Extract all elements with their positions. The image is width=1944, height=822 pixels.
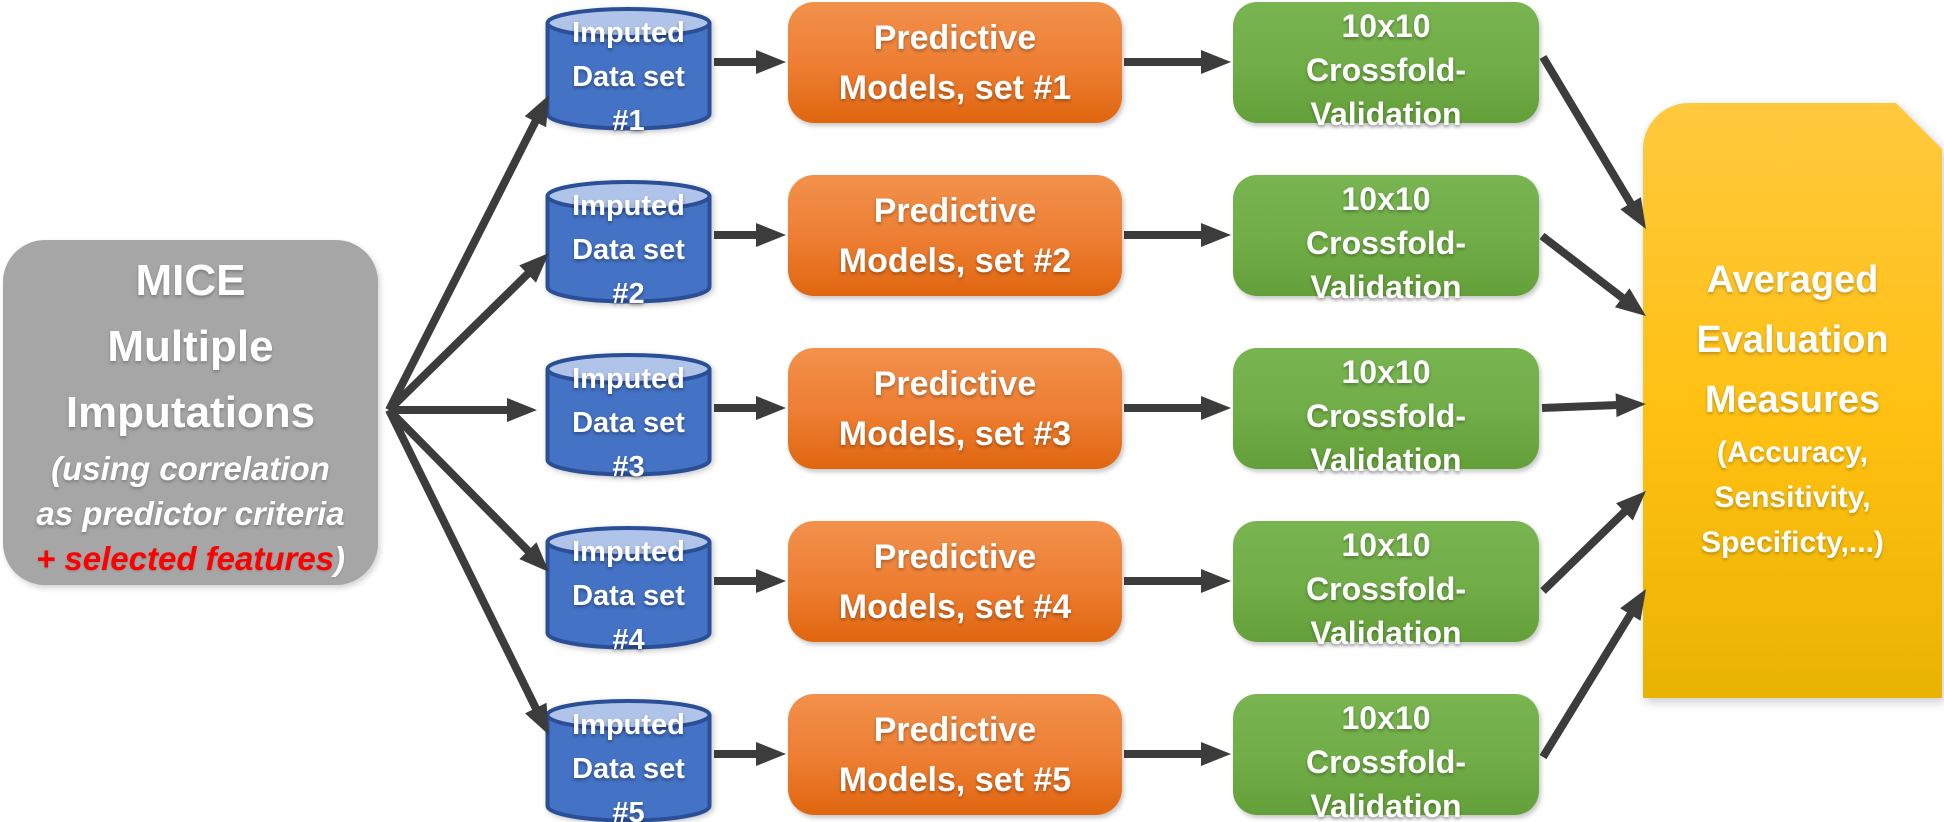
database-cylinder-icon — [545, 526, 712, 650]
database-cylinder-icon — [545, 7, 712, 131]
dataset-label: Imputed Data set #3 — [572, 363, 685, 483]
crossfold-validation-box: 10x10 Crossfold- Validation — [1233, 694, 1539, 822]
crossfold-validation-box: 10x10 Crossfold- Validation — [1233, 2, 1539, 132]
imputed-dataset-cylinder: Imputed Data set #5 — [545, 698, 712, 822]
dataset-label: Imputed Data set #4 — [572, 536, 685, 656]
evaluation-subtitle: (Accuracy, Sensitivity, Specificty,...) — [1701, 436, 1884, 559]
evaluation-measures-wrap: Averaged Evaluation Measures (Accuracy, … — [1643, 103, 1942, 698]
evaluation-title: Averaged Evaluation Measures — [1696, 259, 1889, 421]
database-cylinder-icon — [545, 699, 712, 822]
closing-paren: ) — [334, 540, 346, 577]
imputed-dataset-cylinder: Imputed Data set #1 — [545, 6, 712, 137]
predictive-models-box: Predictive Models, set #4 — [788, 521, 1122, 642]
mice-subtitle: (using correlation as predictor criteria — [36, 450, 345, 532]
dataset-label: Imputed Data set #1 — [572, 17, 685, 137]
crossfold-validation-box: 10x10 Crossfold- Validation — [1233, 348, 1539, 478]
predictive-models-box: Predictive Models, set #5 — [788, 694, 1122, 815]
mice-highlight-line: + selected features) — [36, 536, 345, 581]
dataset-label: Imputed Data set #5 — [572, 709, 685, 822]
database-cylinder-icon — [545, 353, 712, 477]
dataset-label: Imputed Data set #2 — [572, 190, 685, 310]
predictive-models-box: Predictive Models, set #2 — [788, 175, 1122, 296]
database-cylinder-icon — [545, 180, 712, 304]
imputed-dataset-cylinder: Imputed Data set #2 — [545, 179, 712, 310]
evaluation-measures-box: Averaged Evaluation Measures (Accuracy, … — [1643, 103, 1942, 698]
predictive-models-box: Predictive Models, set #1 — [788, 2, 1122, 123]
crossfold-validation-box: 10x10 Crossfold- Validation — [1233, 175, 1539, 305]
mice-imputation-box: MICE Multiple Imputations (using correla… — [3, 240, 378, 585]
mice-title: MICE Multiple Imputations — [65, 256, 316, 437]
predictive-models-box: Predictive Models, set #3 — [788, 348, 1122, 469]
selected-features-text: + selected features — [35, 540, 335, 577]
crossfold-validation-box: 10x10 Crossfold- Validation — [1233, 521, 1539, 651]
imputed-dataset-cylinder: Imputed Data set #3 — [545, 352, 712, 483]
imputed-dataset-cylinder: Imputed Data set #4 — [545, 525, 712, 656]
